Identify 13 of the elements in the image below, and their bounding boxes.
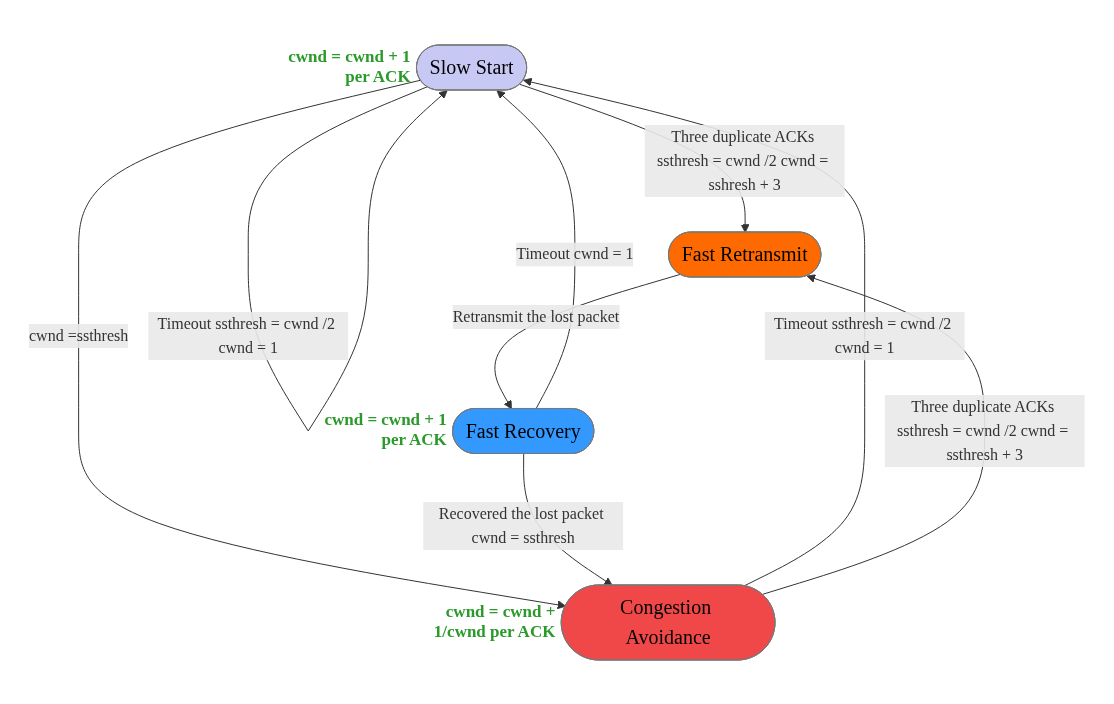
edge-label: Recovered the lost packet cwnd = ssthresh [438, 504, 604, 546]
edge-label: Retransmit the lost packet [452, 307, 620, 325]
edge-label: Timeout ssthresh = cwnd /2 cwnd = 1 [774, 314, 952, 356]
edge-label: cwnd =ssthresh [29, 326, 129, 344]
arrow [496, 89, 576, 409]
edge-label: Timeout cwnd = 1 [516, 244, 634, 262]
edge-label: Three duplicate ACKs ssthresh = cwnd /2 cwnd = sshresh + 3 [657, 127, 829, 193]
arrow [78, 79, 567, 609]
edge-label: Timeout ssthresh = cwnd /2 cwnd = 1 [157, 314, 336, 356]
update-rule-note: cwnd = cwnd + 1 per ACK [323, 410, 447, 451]
update-rule-note: cwnd = cwnd + 1/cwnd per ACK [432, 602, 556, 642]
edge-label: Three duplicate ACKs ssthresh = cwnd /2 cwnd = ssthresh + 3 [897, 397, 1069, 463]
update-rule-note: cwnd = cwnd + 1 per ACK [287, 47, 411, 87]
